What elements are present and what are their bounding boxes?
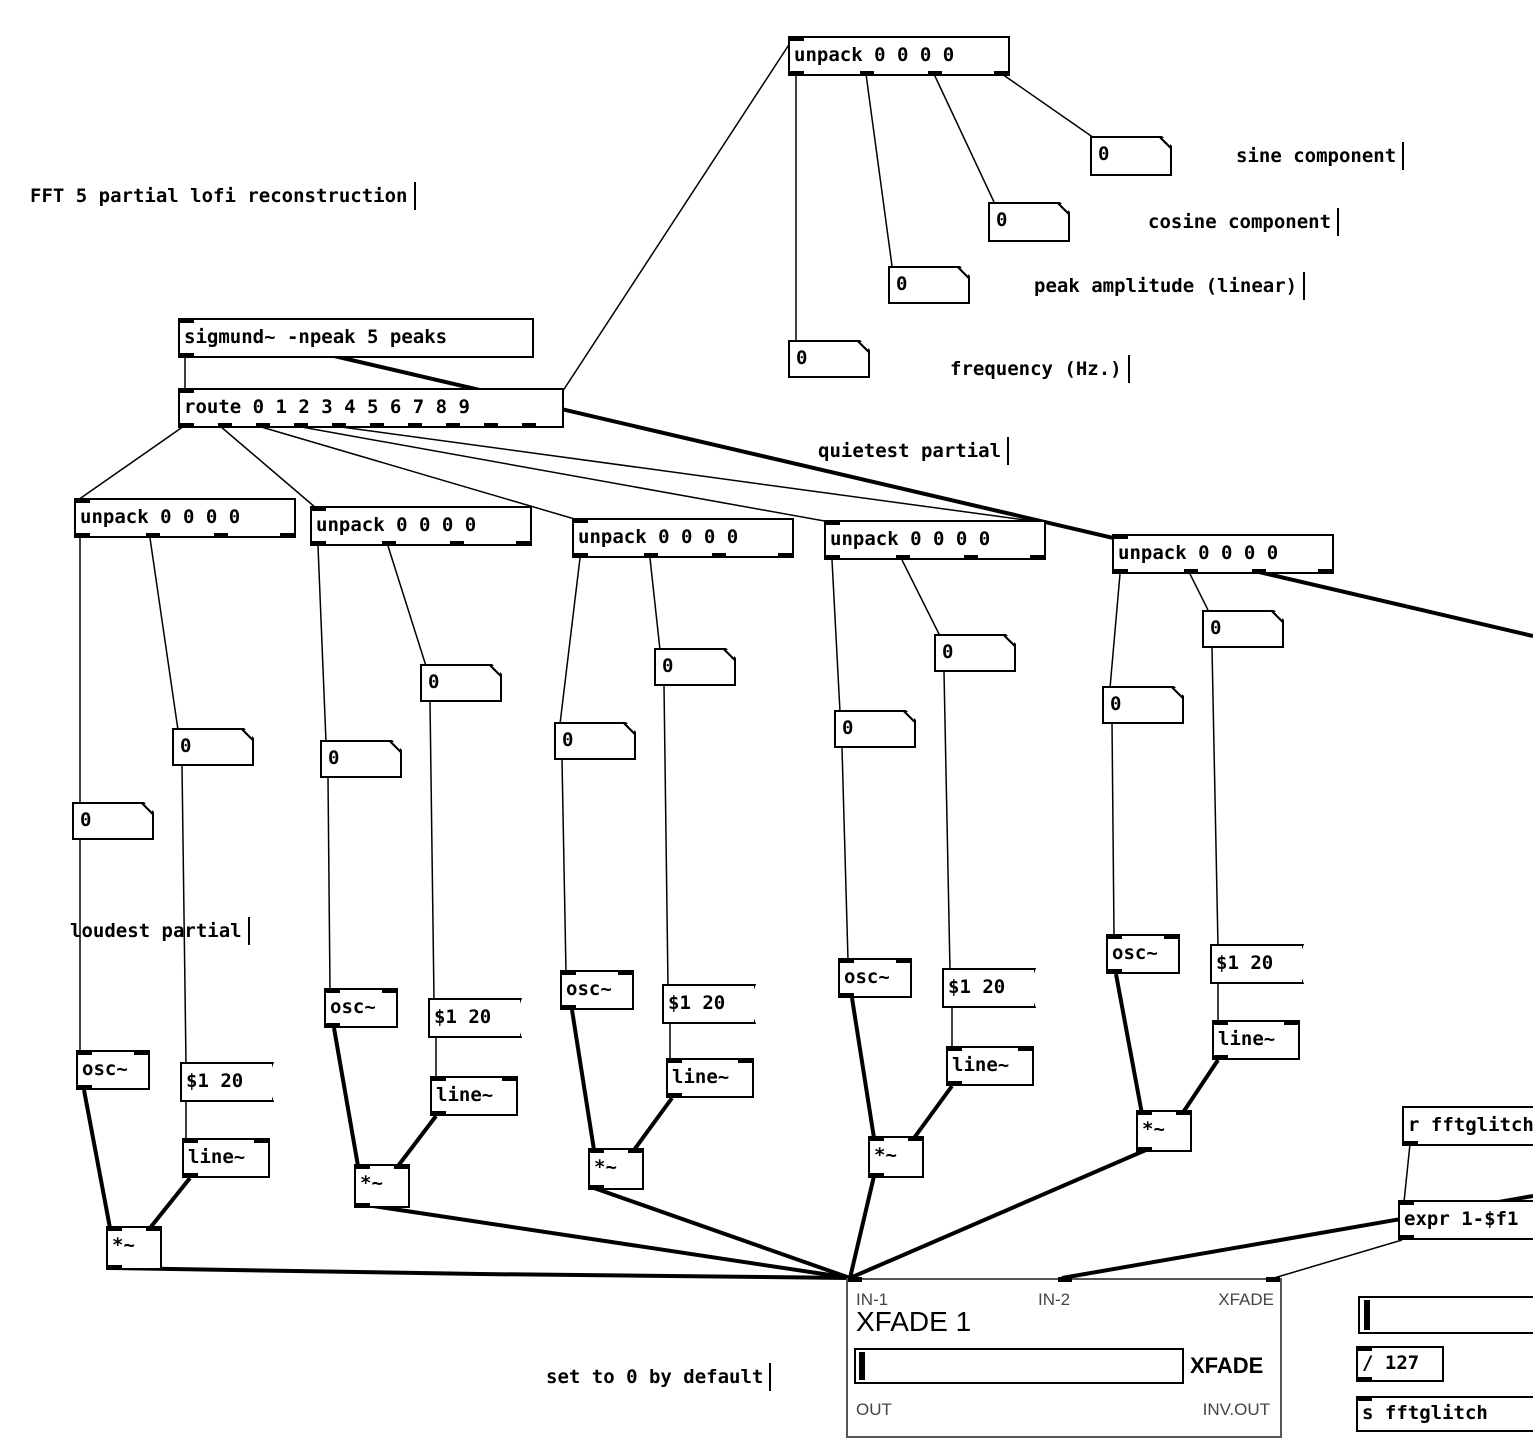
- object-text: *~: [112, 1234, 135, 1256]
- line-object-3[interactable]: line~: [666, 1058, 754, 1098]
- object-text: osc~: [82, 1058, 128, 1080]
- osc-object-1[interactable]: osc~: [76, 1050, 150, 1090]
- xfade-out-label: OUT: [856, 1400, 892, 1419]
- object-text: unpack 0 0 0 0: [80, 506, 241, 528]
- message-box-4[interactable]: $1 20: [942, 968, 1028, 1008]
- object-text: *~: [1142, 1118, 1165, 1140]
- receive-object[interactable]: r fftglitch: [1402, 1106, 1533, 1146]
- number-box-frequency-1[interactable]: 0: [72, 802, 154, 840]
- number-box-amplitude-5[interactable]: 0: [1202, 610, 1284, 648]
- comment-sine-component: sine component: [1236, 142, 1405, 170]
- object-text: expr 1-$f1: [1404, 1208, 1519, 1230]
- message-box-3[interactable]: $1 20: [662, 984, 748, 1024]
- object-text: unpack 0 0 0 0: [830, 528, 991, 550]
- xfade-abstraction[interactable]: IN-1 IN-2 XFADE XFADE 1 XFADE OUT INV.OU…: [846, 1277, 1282, 1438]
- xfade-in1-label: IN-1: [856, 1290, 889, 1309]
- divide-object[interactable]: / 127: [1356, 1346, 1444, 1382]
- number-box-amplitude-2[interactable]: 0: [420, 664, 502, 702]
- comment-quietest-partial: quietest partial: [818, 437, 1010, 465]
- multiply-object-1[interactable]: *~: [106, 1226, 162, 1270]
- number-box-amplitude-4[interactable]: 0: [934, 634, 1016, 672]
- object-text: unpack 0 0 0 0: [794, 44, 955, 66]
- comment-loudest-partial: loudest partial: [70, 917, 250, 945]
- number-box-amplitude-1[interactable]: 0: [172, 728, 254, 766]
- object-text: line~: [436, 1084, 494, 1106]
- comment-title: FFT 5 partial lofi reconstruction: [30, 182, 416, 210]
- xfade-slider-knob[interactable]: [859, 1352, 865, 1380]
- number-box-sine[interactable]: 0: [1090, 136, 1172, 176]
- object-text: r fftglitch: [1408, 1114, 1533, 1136]
- line-object-1[interactable]: line~: [182, 1138, 270, 1178]
- osc-object-3[interactable]: osc~: [560, 970, 634, 1010]
- xfade-title: XFADE 1: [856, 1306, 972, 1337]
- object-text: *~: [594, 1156, 617, 1178]
- xfade-slider-label: XFADE: [1190, 1353, 1264, 1378]
- unpack-object-3[interactable]: unpack 0 0 0 0: [572, 518, 794, 558]
- number-box-frequency-3[interactable]: 0: [554, 722, 636, 760]
- object-text: unpack 0 0 0 0: [1118, 542, 1279, 564]
- xfade-inv-out-label: INV.OUT: [1202, 1400, 1270, 1419]
- sigmund-object[interactable]: sigmund~ -npeak 5 peaks: [178, 318, 534, 358]
- unpack-object-4[interactable]: unpack 0 0 0 0: [824, 520, 1046, 560]
- object-text: line~: [188, 1146, 246, 1168]
- line-object-2[interactable]: line~: [430, 1076, 518, 1116]
- object-text: line~: [1218, 1028, 1276, 1050]
- object-text: line~: [952, 1054, 1010, 1076]
- xfade-slider[interactable]: [854, 1348, 1184, 1384]
- multiply-object-3[interactable]: *~: [588, 1148, 644, 1190]
- object-text: osc~: [1112, 942, 1158, 964]
- object-text: osc~: [844, 966, 890, 988]
- horizontal-slider[interactable]: [1358, 1296, 1533, 1334]
- multiply-object-4[interactable]: *~: [868, 1136, 924, 1178]
- number-box-frequency-2[interactable]: 0: [320, 740, 402, 778]
- unpack-object-top[interactable]: unpack 0 0 0 0: [788, 36, 1010, 76]
- message-box-5[interactable]: $1 20: [1210, 944, 1296, 984]
- object-text: s fftglitch: [1362, 1402, 1488, 1424]
- message-box-2[interactable]: $1 20: [428, 998, 514, 1038]
- number-box-frequency-4[interactable]: 0: [834, 710, 916, 748]
- osc-object-5[interactable]: osc~: [1106, 934, 1180, 974]
- object-text: *~: [874, 1144, 897, 1166]
- unpack-object-5[interactable]: unpack 0 0 0 0: [1112, 534, 1334, 574]
- expr-object[interactable]: expr 1-$f1: [1398, 1200, 1533, 1240]
- object-text: *~: [360, 1172, 383, 1194]
- slider-knob[interactable]: [1364, 1300, 1370, 1330]
- unpack-object-2[interactable]: unpack 0 0 0 0: [310, 506, 532, 546]
- comment-set-default: set to 0 by default: [546, 1363, 772, 1391]
- number-box-frequency[interactable]: 0: [788, 340, 870, 378]
- route-object[interactable]: route 0 1 2 3 4 5 6 7 8 9: [178, 388, 564, 428]
- object-text: unpack 0 0 0 0: [316, 514, 477, 536]
- osc-object-4[interactable]: osc~: [838, 958, 912, 998]
- multiply-object-2[interactable]: *~: [354, 1164, 410, 1208]
- osc-object-2[interactable]: osc~: [324, 988, 398, 1028]
- comment-frequency: frequency (Hz.): [950, 355, 1130, 383]
- object-text: osc~: [566, 978, 612, 1000]
- line-object-4[interactable]: line~: [946, 1046, 1034, 1086]
- comment-cosine-component: cosine component: [1148, 208, 1340, 236]
- object-text: osc~: [330, 996, 376, 1018]
- xfade-control-label: XFADE: [1218, 1290, 1274, 1309]
- object-text: sigmund~ -npeak 5 peaks: [184, 326, 448, 348]
- unpack-object-1[interactable]: unpack 0 0 0 0: [74, 498, 296, 538]
- comment-peak-amplitude: peak amplitude (linear): [1034, 272, 1306, 300]
- number-box-cosine[interactable]: 0: [988, 202, 1070, 242]
- message-box-1[interactable]: $1 20: [180, 1062, 266, 1102]
- number-box-amplitude-3[interactable]: 0: [654, 648, 736, 686]
- send-object[interactable]: s fftglitch: [1356, 1396, 1533, 1432]
- object-text: unpack 0 0 0 0: [578, 526, 739, 548]
- line-object-5[interactable]: line~: [1212, 1020, 1300, 1060]
- object-text: route 0 1 2 3 4 5 6 7 8 9: [184, 396, 470, 418]
- xfade-in2-label: IN-2: [1038, 1290, 1071, 1309]
- object-text: line~: [672, 1066, 730, 1088]
- number-box-frequency-5[interactable]: 0: [1102, 686, 1184, 724]
- object-text: / 127: [1362, 1352, 1420, 1374]
- multiply-object-5[interactable]: *~: [1136, 1110, 1192, 1152]
- number-box-peak[interactable]: 0: [888, 266, 970, 304]
